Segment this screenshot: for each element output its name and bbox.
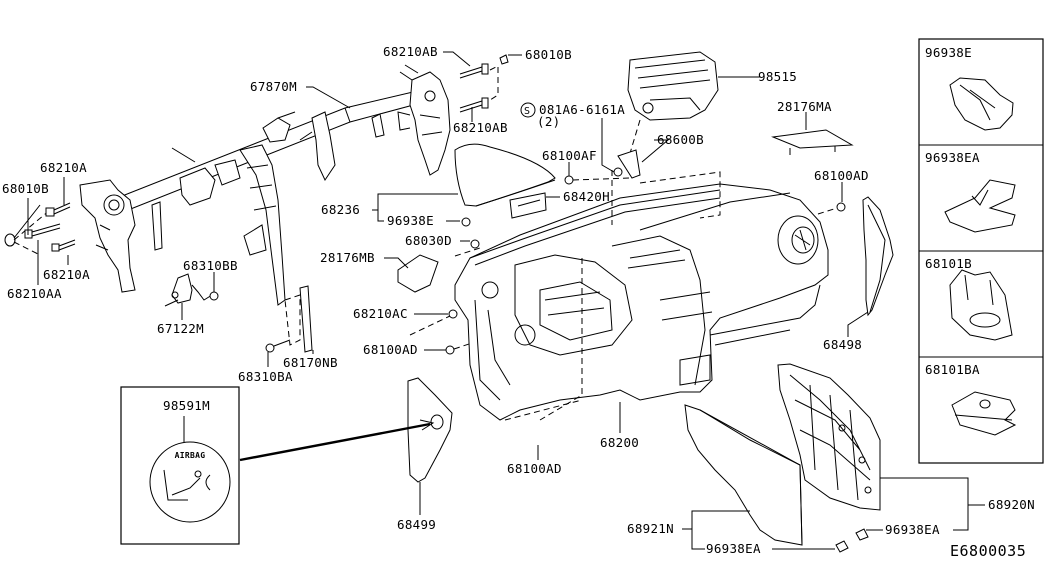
bracket-67122m-part	[164, 273, 219, 307]
side-finisher-68499-part	[239, 377, 453, 483]
label-68100ad-bottom: 68100AD	[507, 461, 562, 476]
label-68420h: 68420H	[563, 189, 610, 204]
label-68030d: 68030D	[405, 233, 452, 248]
label-67870m: 67870M	[250, 79, 297, 94]
label-68499: 68499	[397, 517, 436, 532]
label-96938ea-left: 96938EA	[706, 541, 761, 556]
label-68310ba: 68310BA	[238, 369, 293, 384]
instrument-panel-part	[454, 170, 829, 421]
left-screws	[409, 309, 476, 355]
retainer-clip-icon	[949, 269, 1013, 341]
label-68100af: 68100AF	[542, 148, 597, 163]
label-96938e: 96938E	[387, 213, 434, 228]
label-68170nb: 68170NB	[283, 355, 338, 370]
label-28176mb: 28176MB	[320, 250, 375, 265]
figure-code: E6800035	[950, 542, 1026, 560]
label-98515: 98515	[758, 69, 797, 84]
label-68600b: 68600B	[657, 132, 704, 147]
label-67122m: 67122M	[157, 321, 204, 336]
label-68210aa: 68210AA	[7, 286, 62, 301]
label-68100ad-right: 68100AD	[814, 168, 869, 183]
label-96938ea-right: 96938EA	[885, 522, 940, 537]
label-68200: 68200	[600, 435, 639, 450]
label-68210ac: 68210AC	[353, 306, 408, 321]
steering-member-part	[79, 64, 451, 306]
label-68498: 68498	[823, 337, 862, 352]
side-trim-68498-part	[862, 196, 894, 317]
passenger-airbag-part	[627, 51, 719, 161]
airbag-label-text: AIRBAG	[175, 451, 206, 460]
bracket-68600b-part	[564, 149, 641, 185]
legend-label-96938e: 96938E	[925, 45, 972, 60]
serviceable-symbol-icon	[520, 102, 536, 118]
label-68921n: 68921N	[627, 521, 674, 536]
cluster-lid-part	[454, 143, 556, 207]
clips-96938ea	[835, 528, 869, 553]
label-68236: 68236	[321, 202, 360, 217]
legend-label-68101ba: 68101BA	[925, 362, 980, 377]
leader-lines	[27, 51, 985, 550]
legend-label-68101b: 68101B	[925, 256, 972, 271]
label-68100ad-left: 68100AD	[363, 342, 418, 357]
clip-icon	[949, 77, 1014, 131]
label-68210a-bottom: 68210A	[43, 267, 90, 282]
label-081a6-qty: (2)	[537, 114, 560, 129]
label-68920n: 68920N	[988, 497, 1035, 512]
spring-clip-icon	[944, 179, 1016, 233]
serviceable-symbol-text: S	[524, 106, 530, 117]
label-081a6-6161a: 081A6-6161A	[539, 102, 625, 117]
legend-label-96938ea: 96938EA	[925, 150, 980, 165]
u-nut-icon	[951, 391, 1017, 436]
left-fasteners	[4, 202, 76, 256]
label-68210ab-top: 68210AB	[383, 44, 438, 59]
lid-28176mb-part	[397, 254, 439, 293]
fastener-legend	[918, 38, 1044, 464]
cover-28176ma-part	[771, 129, 854, 155]
label-68310bb: 68310BB	[183, 258, 238, 273]
label-68210ab-bottom: 68210AB	[453, 120, 508, 135]
lower-cover-68921n-part	[684, 404, 803, 546]
lower-cover-68920n-part	[777, 363, 881, 511]
clips-center	[454, 217, 481, 257]
label-98591m: 98591M	[163, 398, 210, 413]
airbag-label-inset: AIRBAG	[120, 386, 240, 545]
label-68010b-left: 68010B	[2, 181, 49, 196]
label-68010b-top: 68010B	[525, 47, 572, 62]
top-fasteners	[459, 54, 509, 113]
right-screw	[817, 202, 846, 215]
callout-labels: 67870M 68210AB 68010B 68210AB 98515 S 08…	[2, 44, 1035, 560]
label-28176ma: 28176MA	[777, 99, 832, 114]
bracket-68170nb-part	[265, 285, 313, 353]
label-68210a-top: 68210A	[40, 160, 87, 175]
vent-68420h-part	[509, 192, 547, 219]
